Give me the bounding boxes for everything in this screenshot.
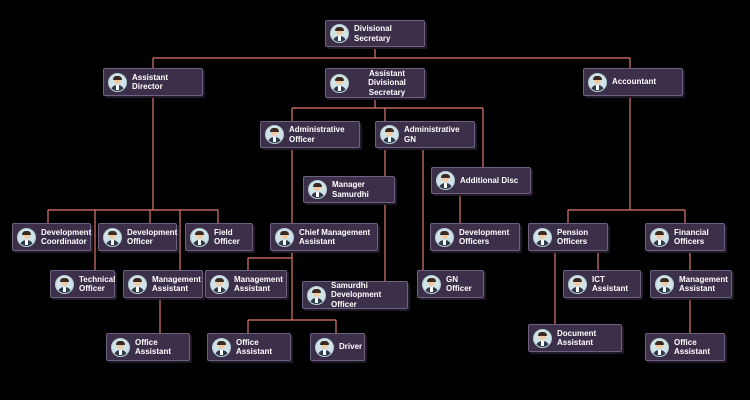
node-label: Document Assistant — [557, 328, 597, 347]
node-office-assistant-ad: Office Assistant — [106, 333, 190, 361]
node-ict-assistant: ICT Assistant — [563, 270, 641, 298]
node-label: Pension Officers — [557, 227, 589, 246]
node-assistant-divisional-secretary: Assistant Divisional Secretary — [325, 68, 425, 98]
person-avatar-icon — [330, 73, 349, 93]
person-avatar-icon — [128, 274, 147, 294]
person-avatar-icon — [650, 227, 669, 247]
person-avatar-icon — [422, 274, 441, 294]
node-divisional-secretary: Divisional Secretary — [325, 20, 425, 47]
node-label: Field Officer — [214, 227, 240, 246]
node-document-assistant: Document Assistant — [528, 324, 622, 352]
node-pension-officers: Pension Officers — [528, 223, 608, 251]
node-technical-officer: Technical Officer — [50, 270, 115, 298]
person-avatar-icon — [436, 171, 455, 190]
node-label: GN Officer — [446, 274, 472, 293]
node-label: Development Officers — [459, 227, 510, 246]
node-financial-officers: Financial Officers — [645, 223, 725, 251]
node-label: Samurdhi Development Officer — [331, 281, 382, 309]
node-label: Administrative Officer — [289, 125, 345, 144]
person-avatar-icon — [650, 337, 669, 357]
node-field-officer: Field Officer — [185, 223, 253, 251]
person-avatar-icon — [435, 227, 454, 247]
node-label: Management Assistant — [679, 274, 728, 293]
node-management-assistant-cma: Management Assistant — [205, 270, 287, 298]
person-avatar-icon — [210, 274, 229, 294]
person-avatar-icon — [308, 180, 327, 199]
person-avatar-icon — [380, 125, 399, 144]
node-label: Accountant — [612, 77, 656, 87]
node-development-coordinator: Development Coordinator — [12, 223, 91, 251]
node-administrative-gn: Administrative GN — [375, 121, 475, 148]
node-label: Driver — [339, 342, 363, 352]
node-additional-disc: Additional Disc — [431, 167, 531, 194]
node-label: Assistant Director — [132, 72, 169, 91]
node-label: Development Coordinator — [41, 227, 92, 246]
person-avatar-icon — [533, 227, 552, 247]
node-development-officer: Development Officer — [98, 223, 177, 251]
node-administrative-officer: Administrative Officer — [260, 121, 360, 148]
person-avatar-icon — [17, 227, 36, 247]
person-avatar-icon — [307, 285, 326, 305]
person-avatar-icon — [190, 227, 209, 247]
node-samurdhi-development-officer: Samurdhi Development Officer — [302, 281, 408, 309]
person-avatar-icon — [103, 227, 122, 247]
node-label: Financial Officers — [674, 227, 709, 246]
node-management-assistant-ad: Management Assistant — [123, 270, 203, 298]
person-avatar-icon — [568, 274, 587, 294]
node-label: Administrative GN — [404, 125, 460, 144]
node-label: Management Assistant — [152, 274, 201, 293]
node-development-officers: Development Officers — [430, 223, 520, 251]
node-label: Chief Management Assistant — [299, 227, 371, 246]
node-accountant: Accountant — [583, 68, 683, 96]
node-manager-samurdhi: Manager Samurdhi — [303, 176, 395, 203]
node-label: Office Assistant — [135, 337, 172, 356]
person-avatar-icon — [275, 227, 294, 247]
node-label: Management Assistant — [234, 274, 283, 293]
node-driver: Driver — [310, 333, 365, 361]
person-avatar-icon — [533, 328, 552, 348]
node-chief-management-assistant: Chief Management Assistant — [270, 223, 378, 251]
node-office-assistant-cma: Office Assistant — [207, 333, 291, 361]
node-gn-officer: GN Officer — [417, 270, 484, 298]
person-avatar-icon — [265, 125, 284, 144]
node-label: Divisional Secretary — [354, 24, 392, 43]
node-label: Office Assistant — [674, 337, 711, 356]
node-label: Office Assistant — [236, 337, 273, 356]
person-avatar-icon — [588, 72, 607, 92]
node-label: Development Officer — [127, 227, 178, 246]
person-avatar-icon — [108, 72, 127, 92]
person-avatar-icon — [212, 337, 231, 357]
node-label: Assistant Divisional Secretary — [368, 69, 406, 97]
node-label: Additional Disc — [460, 175, 519, 185]
person-avatar-icon — [655, 274, 674, 294]
person-avatar-icon — [55, 274, 74, 294]
person-avatar-icon — [330, 24, 349, 43]
node-label: Technical Officer — [79, 274, 116, 293]
person-avatar-icon — [315, 337, 334, 357]
node-office-assistant-acc: Office Assistant — [645, 333, 725, 361]
node-management-assistant-acc: Management Assistant — [650, 270, 732, 298]
node-label: ICT Assistant — [592, 274, 629, 293]
node-label: Manager Samurdhi — [332, 180, 369, 199]
node-assistant-director: Assistant Director — [103, 68, 203, 96]
person-avatar-icon — [111, 337, 130, 357]
